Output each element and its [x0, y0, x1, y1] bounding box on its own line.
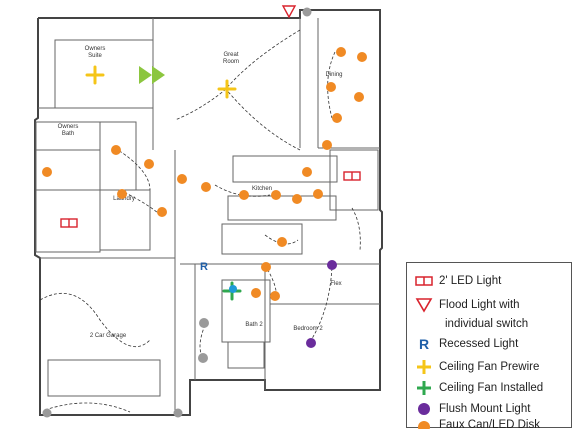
legend-item-faux-can: Faux Can/LED Disk — [415, 419, 540, 429]
room-label-laundry: Laundry — [113, 196, 135, 202]
legend-item-flush-mount: Flush Mount Light — [415, 400, 530, 418]
led-light-icon — [343, 171, 361, 181]
ceiling-fan-prewire-icon — [217, 79, 237, 99]
faux-can-icon — [271, 190, 281, 200]
ceiling-fan-prewire-icon — [85, 65, 105, 85]
room-label-flex: Flex — [330, 281, 341, 287]
flood-light-icon — [415, 298, 433, 313]
legend-label-flush-mount: Flush Mount Light — [439, 403, 531, 415]
faux-can-icon — [302, 167, 312, 177]
exterior-walls — [34, 9, 383, 416]
flush-mount-light-icon — [306, 338, 316, 348]
recessed-light-icon: R — [200, 261, 208, 273]
legend-label-faux-can: Faux Can/LED Disk — [439, 419, 540, 429]
svg-text:R: R — [419, 336, 429, 352]
flush-mount-fixtures — [306, 260, 337, 348]
room-label-bath2: Bath 2 — [245, 322, 263, 328]
recessed-light-icon: R — [419, 336, 429, 352]
faux-can-icon — [357, 52, 367, 62]
exterior-light-icon — [199, 318, 209, 328]
flush-mount-light-icon — [418, 403, 430, 415]
faux-can-icon — [201, 182, 211, 192]
faux-can-icon — [42, 167, 52, 177]
room-label-garage: 2 Car Garage — [90, 333, 127, 339]
room-label-kitchen: Kitchen — [252, 186, 272, 192]
faux-can-icon — [326, 82, 336, 92]
fan-prewire-fixtures — [85, 65, 237, 99]
legend-label-led-light: 2' LED Light — [439, 275, 502, 287]
exterior-light-icon — [173, 408, 183, 418]
faux-can-icon — [354, 92, 364, 102]
faux-can-icon — [277, 237, 287, 247]
flush-mount-light-icon — [327, 260, 337, 270]
faux-can-icon — [157, 207, 167, 217]
faux-can-icon — [322, 140, 332, 150]
legend-label-flood-light-sub: individual switch — [445, 318, 529, 330]
faux-can-fixtures — [42, 47, 367, 301]
faux-can-icon — [239, 190, 249, 200]
legend-label-flood-light: Flood Light with — [439, 299, 520, 311]
faux-can-icon — [251, 288, 261, 298]
led-light-icon — [415, 276, 433, 286]
exterior-light-icon — [42, 408, 52, 418]
legend-label-recessed-light: Recessed Light — [439, 338, 519, 350]
legend-item-fan-prewire: Ceiling Fan Prewire — [415, 358, 539, 376]
legend-item-recessed-light: R Recessed Light — [415, 335, 518, 353]
interior-walls — [35, 18, 380, 415]
legend-label-fan-prewire: Ceiling Fan Prewire — [439, 361, 540, 373]
led-light-icon — [60, 218, 78, 228]
room-label-dining: Dining — [325, 72, 342, 78]
exterior-light-icon — [198, 353, 208, 363]
faux-can-icon — [177, 174, 187, 184]
faux-can-led-disk-icon — [418, 421, 430, 429]
ceiling-fan-prewire-icon — [417, 360, 431, 374]
faux-can-icon — [144, 159, 154, 169]
faux-can-icon — [261, 262, 271, 272]
legend-item-fan-installed: Ceiling Fan Installed — [415, 379, 543, 397]
faux-can-icon — [117, 189, 127, 199]
faux-can-icon — [332, 113, 342, 123]
exterior-light-icon — [302, 7, 312, 17]
faux-can-icon — [111, 145, 121, 155]
faux-can-icon — [292, 194, 302, 204]
flood-light-icon — [281, 5, 297, 19]
legend-label-fan-installed: Ceiling Fan Installed — [439, 382, 544, 394]
legend-item-flood-light: Flood Light with — [415, 296, 520, 314]
recessed-light-icon — [229, 285, 237, 293]
faux-can-icon — [313, 189, 323, 199]
faux-can-icon — [336, 47, 346, 57]
room-label-bedroom2: Bedroom 2 — [293, 326, 323, 332]
legend-item-led-light: 2' LED Light — [415, 272, 501, 290]
faux-can-icon — [270, 291, 280, 301]
arrow-markers — [139, 66, 165, 84]
exterior-lights — [42, 7, 312, 418]
led-light-fixtures — [60, 171, 361, 228]
legend: 2' LED Light Flood Light with individual… — [406, 262, 572, 429]
ceiling-fan-installed-icon — [417, 381, 431, 395]
